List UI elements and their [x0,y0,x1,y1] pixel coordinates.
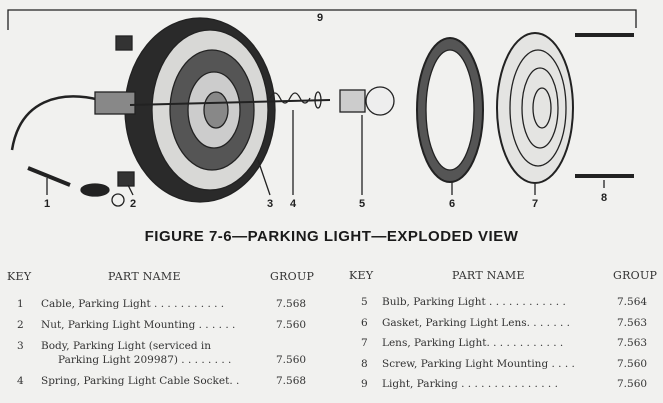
header-part-name: PART NAME [108,270,181,283]
key: 9 [361,378,368,390]
group: 7.568 [276,298,307,310]
group: 7.560 [617,378,648,390]
part-name: Bulb, Parking Light . . . . . . . . . . … [382,296,566,308]
callout-2: 2 [130,198,137,210]
part-name: Nut, Parking Light Mounting . . . . . . [41,319,236,331]
group: 7.560 [276,354,307,366]
key: 5 [361,296,368,308]
group: 7.563 [617,317,648,329]
callout-8: 8 [601,192,608,204]
part-name: Lens, Parking Light. . . . . . . . . . .… [382,337,564,349]
header-part-name: PART NAME [452,269,525,282]
group: 7.560 [617,358,648,370]
callout-6: 6 [449,198,456,210]
parts-table-right: KEY PART NAME GROUP 5 Bulb, Parking Ligh… [330,0,663,403]
parts-table-left: KEY PART NAME GROUP 1 Cable, Parking Lig… [0,0,330,403]
key: 7 [361,337,368,349]
key: 6 [361,317,368,329]
key: 3 [17,340,24,352]
part-name: Light, Parking . . . . . . . . . . . . .… [382,378,558,390]
group: 7.560 [276,319,307,331]
key: 4 [17,375,24,387]
callout-7: 7 [532,198,539,210]
callout-3: 3 [267,198,274,210]
part-name: Cable, Parking Light . . . . . . . . . .… [41,298,225,310]
part-name: Gasket, Parking Light Lens. . . . . . . [382,317,571,329]
header-key: KEY [7,270,32,283]
key: 8 [361,358,368,370]
part-name-continued: Parking Light 209987) . . . . . . . . [58,354,232,366]
part-name: Spring, Parking Light Cable Socket. . [41,375,240,387]
key: 1 [17,298,24,310]
header-group: GROUP [270,270,315,283]
exploded-view-illustration [7,9,637,207]
bulb [339,89,366,113]
group: 7.568 [276,375,307,387]
cable [10,95,101,151]
callout-5: 5 [359,198,366,210]
group: 7.564 [617,296,648,308]
header-group: GROUP [613,269,658,282]
bracket-line [7,9,637,30]
callout-9: 9 [317,12,324,24]
callout-1: 1 [44,198,51,210]
group: 7.563 [617,337,648,349]
part-name: Body, Parking Light (serviced in [41,340,212,352]
key: 2 [17,319,24,331]
part-name: Screw, Parking Light Mounting . . . . [382,358,575,370]
header-key: KEY [349,269,374,282]
callout-4: 4 [290,198,297,210]
figure-title: FIGURE 7-6—PARKING LIGHT—EXPLODED VIEW [144,228,519,245]
spring [269,92,311,104]
